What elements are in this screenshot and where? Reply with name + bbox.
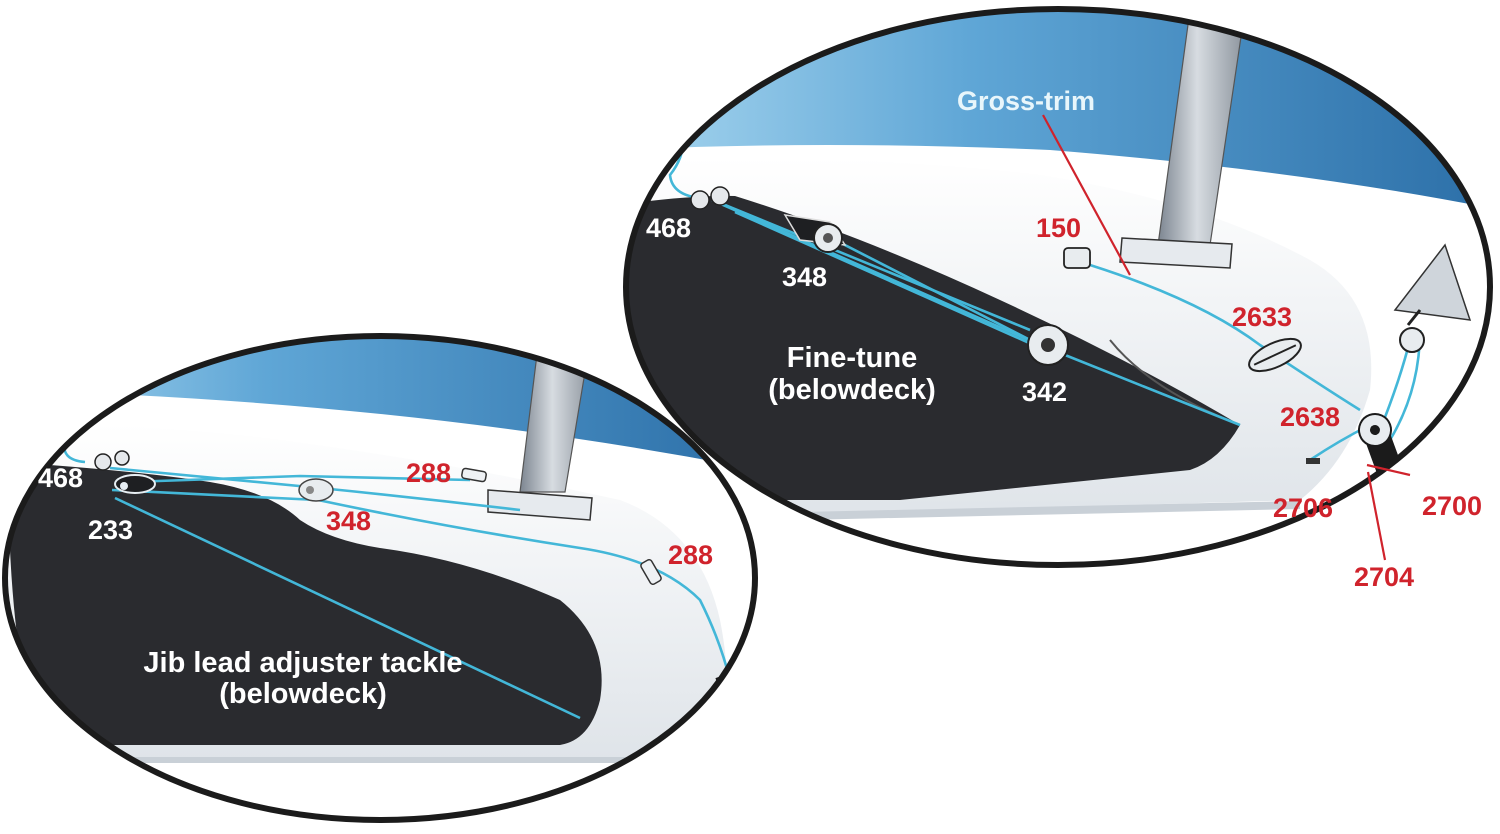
right-sky: [626, 9, 1490, 210]
right-label-2633: 2633: [1232, 302, 1292, 332]
left-title-line1: Jib lead adjuster tackle: [143, 647, 462, 679]
right-hatch: [626, 195, 1240, 500]
right-fine-tune-line2: (belowdeck): [768, 374, 936, 406]
right-block-348-icon: [783, 214, 847, 253]
left-fairlead-288a-icon: [461, 467, 487, 483]
right-fairlead-icon: [1306, 458, 1320, 464]
right-label-342: 342: [1022, 377, 1067, 407]
right-label-468: 468: [646, 213, 691, 243]
left-block-468-icon: [94, 450, 130, 471]
right-cleat-2633-icon: [1248, 337, 1302, 373]
left-label-288a: 288: [406, 458, 451, 488]
left-label-288b: 288: [668, 540, 713, 570]
left-hatch: [8, 462, 602, 745]
left-title-line2: (belowdeck): [219, 678, 387, 710]
left-label-348: 348: [326, 506, 371, 536]
right-leader-lines: [1042, 114, 1411, 561]
right-fine-tune-line1: Fine-tune: [787, 342, 918, 374]
left-panel: 468 233 288 348 288 Jib lead adjuster ta…: [2, 333, 758, 823]
left-block-233-icon: [114, 474, 156, 494]
left-label-233: 233: [88, 515, 133, 545]
right-label-2638: 2638: [1280, 402, 1340, 432]
right-label-gross-trim: Gross-trim: [957, 86, 1095, 116]
right-label-2704: 2704: [1354, 562, 1414, 592]
right-label-150: 150: [1036, 213, 1081, 243]
right-block-342-icon: [1027, 324, 1069, 366]
right-label-348: 348: [782, 262, 827, 292]
left-block-348-icon: [298, 478, 334, 502]
right-block-468-icon: [690, 186, 730, 210]
right-bow-block-icon: [1399, 309, 1425, 353]
right-label-2700: 2700: [1422, 491, 1482, 521]
right-panel: Gross-trim 468 348 Fine-tune (belowdeck)…: [623, 6, 1493, 592]
left-label-468: 468: [38, 463, 83, 493]
left-fairlead-288b-icon: [640, 558, 662, 586]
right-label-2706: 2706: [1273, 493, 1333, 523]
right-block-150-icon: [1063, 247, 1091, 269]
